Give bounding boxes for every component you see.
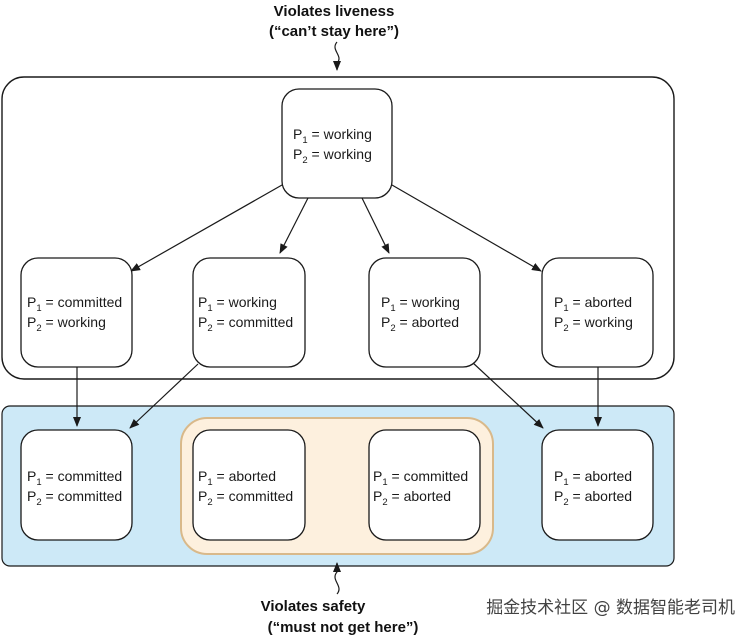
liveness-region [1, 76, 675, 380]
node-root: P1 = working P2 = working [281, 88, 393, 199]
node-d-p1-state: aborted [585, 294, 632, 310]
edge-root-to-p1-committed [130, 184, 283, 272]
node-g-p2-state: aborted [404, 488, 451, 504]
edge-root-to-p1-aborted [391, 184, 542, 272]
squiggle-top [333, 41, 341, 71]
root-p1-state: working [323, 126, 372, 142]
node-p1-working-p2-aborted: P1 = working P2 = aborted [368, 257, 481, 368]
node-a-p1-state: committed [58, 294, 123, 310]
svg-text:P1 = committed: P1 = committed [373, 468, 468, 488]
edges [73, 41, 602, 595]
safety-caption-line1: Violates safety [261, 598, 366, 615]
svg-text:P1 = committed: P1 = committed [27, 294, 122, 314]
node-f-p1-state: aborted [229, 468, 276, 484]
node-p1-committed-p2-aborted: P1 = committed P2 = aborted [368, 429, 481, 541]
svg-text:P2 = aborted: P2 = aborted [373, 488, 451, 508]
svg-text:P1 = aborted: P1 = aborted [554, 294, 632, 314]
node-e-p2-state: committed [58, 488, 123, 504]
edge-root-to-p2-committed [279, 197, 309, 254]
node-b-p2-state: committed [229, 314, 294, 330]
svg-text:P1 = committed: P1 = committed [27, 468, 122, 488]
node-p1-aborted-p2-committed: P1 = aborted P2 = committed [192, 429, 306, 541]
squiggle-bottom [333, 562, 341, 595]
svg-text:P2 = committed: P2 = committed [198, 488, 293, 508]
node-h-p1-state: aborted [585, 468, 632, 484]
svg-text:P1 = aborted: P1 = aborted [198, 468, 276, 488]
node-p1-committed-p2-working: P1 = committed P2 = working [20, 257, 133, 368]
svg-text:P1 = aborted: P1 = aborted [554, 468, 632, 488]
node-g-p1-state: committed [404, 468, 469, 484]
node-p1-aborted-p2-working: P1 = aborted P2 = working [541, 257, 654, 368]
svg-text:P2 = aborted: P2 = aborted [554, 488, 632, 508]
svg-text:P2 = working: P2 = working [293, 146, 372, 166]
svg-text:P2 = committed: P2 = committed [27, 488, 122, 508]
node-c-p1-state: working [411, 294, 460, 310]
node-d-p2-state: working [584, 314, 633, 330]
root-p2-state: working [323, 146, 372, 162]
node-both-committed: P1 = committed P2 = committed [20, 429, 133, 541]
node-f-p2-state: committed [229, 488, 294, 504]
svg-text:P1 = working: P1 = working [381, 294, 460, 314]
node-c-p2-state: aborted [412, 314, 459, 330]
node-a-p2-state: working [57, 314, 106, 330]
svg-text:P1 = working: P1 = working [293, 126, 372, 146]
svg-text:P2 = aborted: P2 = aborted [381, 314, 459, 334]
svg-text:P2 = committed: P2 = committed [198, 314, 293, 334]
node-e-p1-state: committed [58, 468, 123, 484]
node-both-aborted: P1 = aborted P2 = aborted [541, 429, 654, 541]
svg-text:P1 = working: P1 = working [198, 294, 277, 314]
liveness-caption-line1: Violates liveness [274, 3, 395, 20]
safety-caption-line2: (“must not get here”) [268, 619, 419, 636]
node-p1-working-p2-committed: P1 = working P2 = committed [192, 257, 306, 368]
edge-to-both-committed-right [129, 363, 199, 429]
svg-text:P2 = working: P2 = working [27, 314, 106, 334]
edge-to-both-aborted-left [471, 361, 544, 429]
node-h-p2-state: aborted [585, 488, 632, 504]
liveness-caption-line2: (“can’t stay here”) [269, 23, 399, 40]
svg-text:P2 = working: P2 = working [554, 314, 633, 334]
node-b-p1-state: working [228, 294, 277, 310]
watermark-text: 掘金技术社区 @ 数据智能老司机 [486, 598, 735, 618]
edge-root-to-p2-aborted [361, 197, 390, 254]
